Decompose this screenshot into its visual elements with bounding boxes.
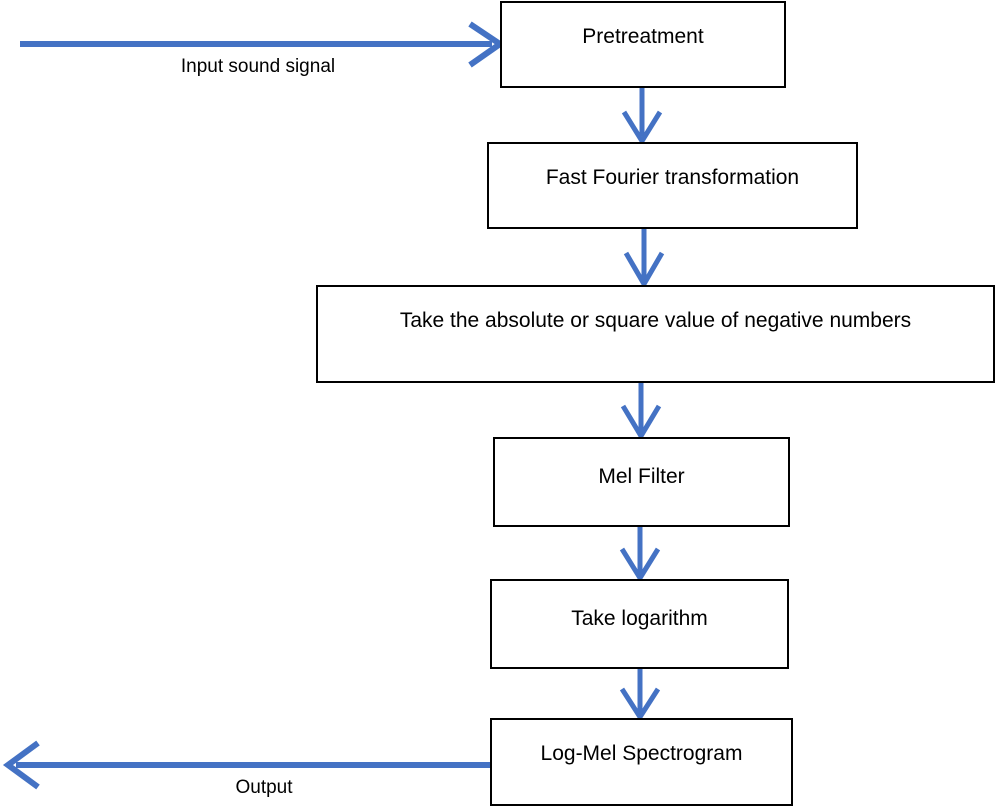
node-take-absolute-or-square-value[interactable]: Take the absolute or square value of neg…: [316, 285, 995, 383]
edge-pretreatment-to-fft: [621, 88, 663, 146]
edge-absolute-to-mel: [620, 383, 662, 441]
node-label-log-mel-spectrogram: Log-Mel Spectrogram: [540, 742, 743, 765]
edge-output-arrow: [2, 740, 490, 790]
edge-label-output-text: Output: [235, 777, 293, 798]
edge-mel-to-logarithm: [619, 527, 661, 583]
edge-logarithm-to-spectrogram: [619, 669, 661, 722]
edge-label-output: Output: [0, 778, 528, 797]
node-pretreatment[interactable]: Pretreatment: [500, 1, 786, 88]
edge-label-input-sound-signal-text: Input sound signal: [180, 56, 336, 77]
node-label-take-absolute-or-square-value: Take the absolute or square value of neg…: [399, 309, 912, 332]
node-fast-fourier-transformation[interactable]: Fast Fourier transformation: [487, 142, 858, 229]
node-mel-filter[interactable]: Mel Filter: [493, 437, 790, 527]
node-label-take-logarithm: Take logarithm: [571, 607, 708, 630]
edge-fft-to-absolute: [623, 229, 665, 289]
node-take-logarithm[interactable]: Take logarithm: [490, 579, 789, 669]
node-log-mel-spectrogram[interactable]: Log-Mel Spectrogram: [490, 718, 793, 806]
node-label-fast-fourier-transformation: Fast Fourier transformation: [545, 166, 800, 189]
edge-label-input-sound-signal: Input sound signal: [0, 57, 516, 76]
node-label-mel-filter: Mel Filter: [598, 465, 685, 488]
node-label-pretreatment: Pretreatment: [582, 25, 704, 48]
